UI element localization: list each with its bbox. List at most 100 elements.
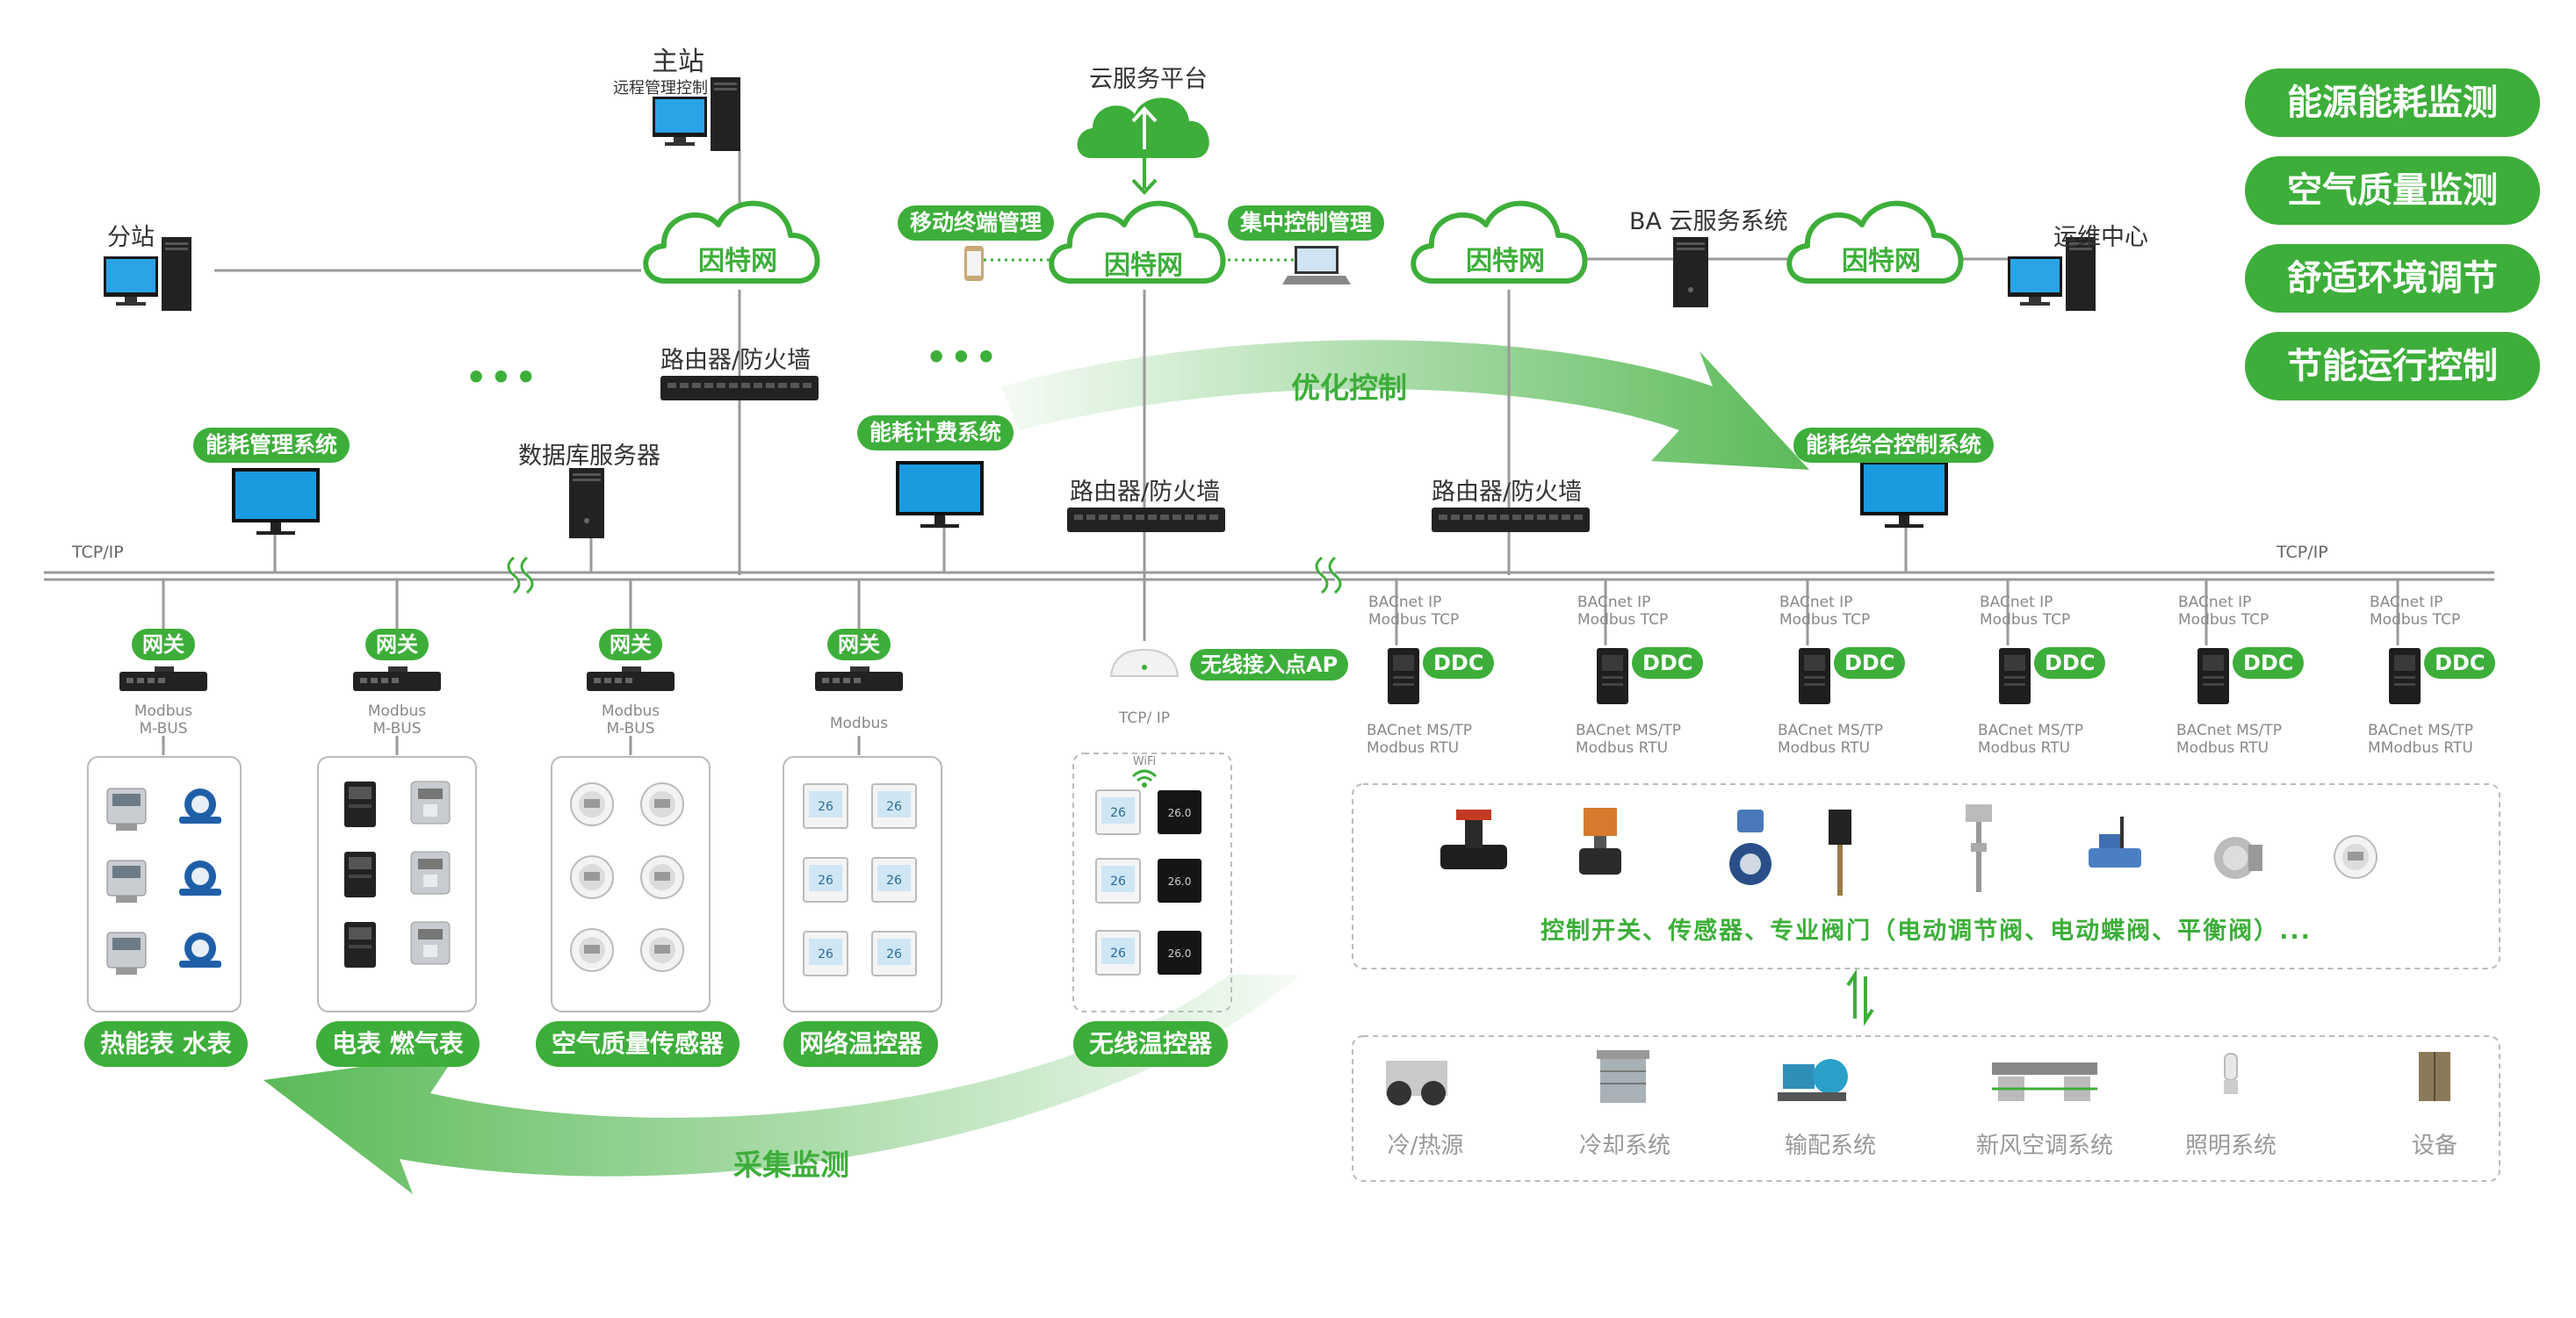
- collect-monitor-label: 采集监测: [733, 1148, 849, 1182]
- ddc-badge-5: DDC: [2233, 647, 2305, 679]
- ddc-controller-5: [2197, 648, 2229, 704]
- category-electric-gas-meters: 电表 燃气表: [316, 1021, 480, 1067]
- butterfly-valve-icon: [1729, 810, 1771, 885]
- wireless-thermostat-icon: [1158, 790, 1201, 834]
- tcpip-label-left: TCP/IP: [72, 543, 124, 562]
- air-quality-sensor-icon: [640, 782, 684, 826]
- side-label-energy-saving: 节能运行控制: [2245, 332, 2540, 400]
- database-server-icon: [569, 468, 604, 538]
- gas-meter-icon: [410, 921, 451, 965]
- cloud-platform-label: 云服务平台: [1089, 66, 1208, 93]
- side-label-energy-monitoring: 能源能耗监测: [2245, 68, 2540, 137]
- router-label-2: 路由器/防火墙: [1070, 479, 1221, 506]
- equipment-distribution-system: 输配系统: [1784, 1133, 1876, 1159]
- bidirectional-arrow-icon: [1846, 969, 1874, 1026]
- wireless-valve-icon: [2089, 817, 2141, 868]
- category-network-thermostats: 网络温控器: [783, 1021, 939, 1067]
- air-quality-sensor-icon: [570, 782, 614, 826]
- equipment-devices: 设备: [2411, 1133, 2457, 1159]
- router-firewall-3: [1432, 508, 1590, 532]
- heat-meter-icon: [106, 860, 147, 904]
- bus-drop-lines: [162, 516, 2399, 755]
- router-label-3: 路由器/防火墙: [1432, 479, 1583, 506]
- wireless-thermostat-icon: [1095, 789, 1141, 835]
- mobile-phone-icon: [964, 246, 984, 281]
- network-thermostat-icon: [871, 783, 917, 829]
- wireless-thermostat-icon: [1095, 858, 1141, 904]
- gateway-protocol-4: Modbus: [829, 715, 889, 732]
- ddc-controller-3: [1799, 648, 1830, 704]
- heat-meter-icon: [106, 932, 147, 976]
- water-meter-icon: [179, 861, 221, 896]
- cloud-platform-icon: [1077, 97, 1209, 195]
- gateway-badge-4: 网关: [827, 629, 891, 660]
- central-mgmt-badge: 集中控制管理: [1228, 205, 1385, 241]
- master-station-subtitle: 远程管理控制: [613, 79, 708, 97]
- wireless-ap-icon: [1109, 648, 1180, 677]
- energy-billing-monitor: [896, 461, 984, 528]
- energy-mgmt-system-badge: 能耗管理系统: [193, 428, 350, 463]
- pipe-sensor-icon: [1966, 804, 1992, 892]
- gateway-device-1: [119, 666, 207, 691]
- energy-mgmt-monitor: [232, 468, 320, 535]
- air-quality-sensor-icon: [570, 928, 614, 972]
- side-label-air-quality: 空气质量监测: [2245, 156, 2540, 225]
- network-thermostat-icon: [871, 931, 917, 976]
- ddc-badge-2: DDC: [1632, 647, 1704, 679]
- gateway-device-4: [815, 666, 903, 691]
- network-thermostat-icon: [871, 857, 917, 903]
- db-server-label: 数据库服务器: [518, 443, 660, 470]
- ap-tcpip-label: TCP/ IP: [1119, 709, 1170, 727]
- laptop-icon: [1282, 246, 1351, 284]
- electric-meter-icon: [344, 781, 376, 827]
- network-thermostat-icon: [803, 783, 848, 829]
- ddc-controller-6: [2389, 648, 2421, 704]
- ba-cloud-server-icon: [1673, 237, 1708, 307]
- gas-meter-icon: [410, 851, 451, 895]
- lighting-bulb-icon: [2224, 1053, 2238, 1094]
- internet-label-3: 因特网: [1466, 246, 1545, 277]
- master-station-title: 主站: [652, 47, 704, 77]
- category-heat-water-meters: 热能表 水表: [84, 1021, 248, 1067]
- wireless-ap-badge: 无线接入点AP: [1190, 649, 1349, 681]
- water-meter-icon: [179, 933, 221, 968]
- energy-control-monitor: [1860, 461, 1948, 528]
- tcpip-label-right: TCP/IP: [2277, 543, 2328, 562]
- chiller-icon: [1386, 1061, 1447, 1106]
- equipment-cold-heat-source: 冷/热源: [1387, 1133, 1464, 1159]
- electric-control-valve-icon: [1579, 808, 1621, 875]
- bus-break-left: [507, 556, 534, 594]
- equipment-fresh-air-ac: 新风空调系统: [1975, 1133, 2113, 1159]
- gas-meter-icon: [410, 781, 451, 825]
- ddc-badge-1: DDC: [1423, 647, 1495, 679]
- gateway-device-2: [353, 666, 441, 691]
- mobile-mgmt-badge: 移动终端管理: [898, 205, 1055, 241]
- electric-meter-icon: [344, 922, 376, 968]
- router-firewall-2: [1067, 508, 1225, 532]
- router-label-1: 路由器/防火墙: [660, 347, 812, 374]
- elevator-icon: [2419, 1052, 2450, 1101]
- wireless-thermostat-icon: [1158, 931, 1201, 975]
- gateway-badge-3: 网关: [599, 629, 662, 660]
- network-thermostat-icon: [803, 857, 848, 903]
- cooling-tower-icon: [1597, 1050, 1649, 1103]
- bus-break-right: [1315, 556, 1342, 594]
- ddc-controller-1: [1388, 648, 1419, 704]
- balancing-valve-icon: [1440, 810, 1507, 869]
- pump-icon: [1778, 1059, 1848, 1101]
- device-group-boxes: [87, 753, 2500, 1182]
- category-air-quality-sensors: 空气质量传感器: [536, 1021, 740, 1067]
- ddc-badge-3: DDC: [1834, 647, 1906, 679]
